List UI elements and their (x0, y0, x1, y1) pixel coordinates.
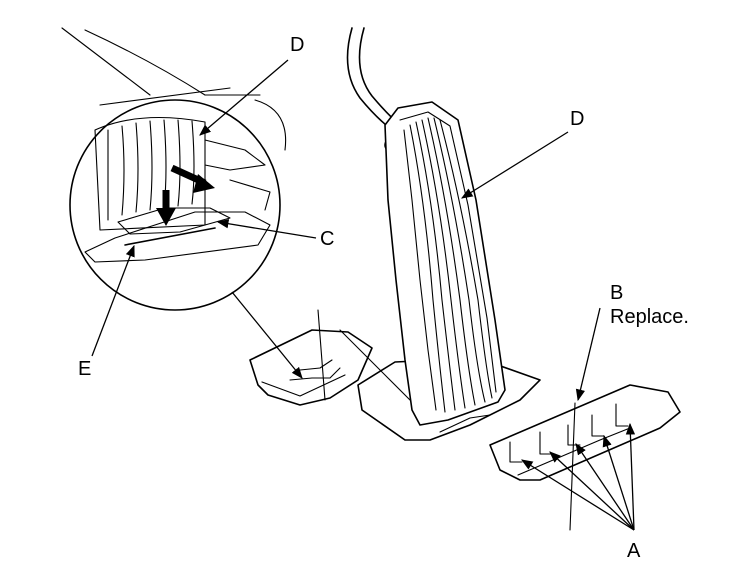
callout-d-pedal: D (570, 108, 585, 130)
detail-leader-line (231, 291, 303, 379)
callout-b: B (610, 282, 624, 304)
pedal-pad-ribs (409, 117, 493, 413)
callout-c: C (320, 228, 335, 250)
detail-view (69, 99, 281, 311)
accelerator-pedal-pad (384, 101, 506, 426)
callout-leader-lines (91, 59, 636, 531)
callout-b-note: Replace. (610, 306, 689, 328)
detail-ribs (107, 119, 195, 221)
callout-d-detail: D (290, 34, 305, 56)
callout-a: A (627, 540, 641, 562)
callout-e: E (78, 358, 92, 380)
body-panel-lines (61, 27, 287, 151)
replacement-strip (489, 384, 681, 531)
pedal-cover-piece (249, 309, 411, 406)
